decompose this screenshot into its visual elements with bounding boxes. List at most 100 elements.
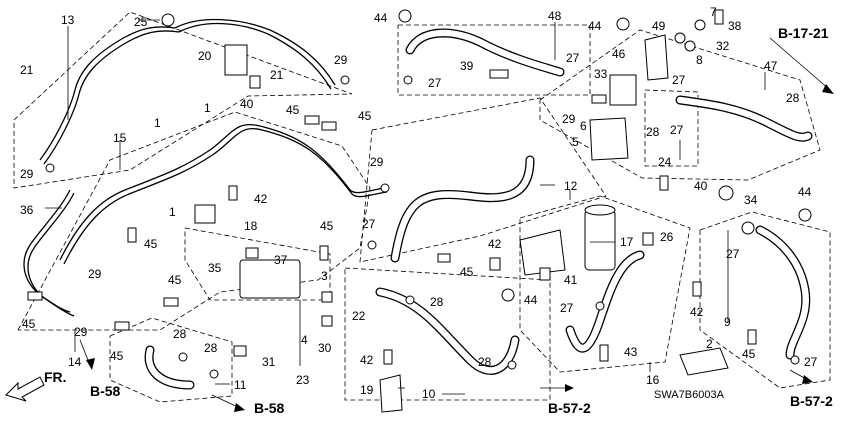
fasteners [27, 9, 812, 379]
bolt-34 [718, 185, 734, 201]
callout-labels: 1 1 1 2 3 4 5 6 7 8 9 10 11 12 13 14 15 … [20, 5, 818, 401]
bolt-42-right [741, 221, 755, 235]
oring-32 [694, 19, 706, 31]
box-11 [109, 317, 233, 403]
callout-21: 21 [270, 68, 284, 82]
box-9 [699, 211, 831, 389]
callout-20: 20 [198, 49, 212, 63]
oring-29-top [340, 75, 350, 85]
nut-44-far [798, 208, 812, 222]
box-24 [644, 89, 699, 167]
leaders [45, 19, 766, 395]
callout-12: 12 [564, 179, 578, 193]
callout-45: 45 [358, 109, 372, 123]
callout-1: 1 [154, 116, 161, 130]
oring-8 [684, 40, 696, 52]
callout-44: 44 [524, 293, 538, 307]
bolt-39 [489, 69, 509, 79]
callout-39: 39 [460, 59, 474, 73]
callout-13: 13 [61, 13, 75, 27]
callout-30: 30 [318, 341, 332, 355]
callout-22: 22 [352, 309, 366, 323]
ref-arrows [79, 37, 834, 412]
callout-17: 17 [620, 235, 634, 249]
callout-43: 43 [624, 345, 638, 359]
bolt-40-b [249, 75, 261, 89]
callout-29: 29 [88, 267, 102, 281]
callout-27: 27 [362, 217, 376, 231]
bolt-45-b [163, 297, 179, 307]
callout-37: 37 [274, 253, 288, 267]
callout-27: 27 [428, 76, 442, 90]
callout-45: 45 [460, 265, 474, 279]
callout-45: 45 [168, 273, 182, 287]
oring-27-b [367, 240, 377, 250]
callout-1: 1 [169, 205, 176, 219]
bracket-20 [224, 44, 248, 76]
box-10 [344, 267, 551, 401]
callout-42: 42 [488, 237, 502, 251]
box-23 [184, 227, 331, 301]
callout-28: 28 [478, 355, 492, 369]
pipe-14-b [27, 192, 75, 317]
bolt-38 [714, 9, 724, 25]
oring-28-b [507, 360, 517, 370]
callout-15: 15 [113, 131, 127, 145]
assembly-boxes [13, 11, 831, 403]
front-arrow: FR. [5, 369, 67, 402]
oring-27 [403, 75, 413, 85]
callout-31: 31 [262, 355, 276, 369]
components [194, 34, 729, 413]
callout-44: 44 [798, 185, 812, 199]
bolt-42-d [692, 281, 702, 297]
section-refs: B-17-21 B-58 B-58 B-57-2 B-57-2 [90, 25, 833, 416]
bolt-41 [539, 267, 551, 281]
callout-7: 7 [710, 5, 717, 19]
callout-44: 44 [374, 11, 388, 25]
callout-36: 36 [20, 203, 34, 217]
callout-8: 8 [696, 53, 703, 67]
clip-37 [245, 247, 259, 259]
callout-44: 44 [588, 19, 602, 33]
callout-45: 45 [320, 219, 334, 233]
callout-45: 45 [22, 317, 36, 331]
callout-16: 16 [646, 373, 660, 387]
callout-1: 1 [204, 101, 211, 115]
callout-49: 49 [652, 19, 666, 33]
callout-48: 48 [548, 9, 562, 23]
callout-28: 28 [204, 341, 218, 355]
diagram-code: SWA7B6003A [654, 389, 725, 401]
oring-28 [405, 295, 415, 305]
callout-47: 47 [764, 59, 778, 73]
pipe-13-c [174, 18, 336, 86]
callout-42: 42 [360, 353, 374, 367]
oring-29-left [45, 163, 55, 173]
hoses [23, 18, 813, 390]
bolt-45-h [747, 329, 757, 345]
bolt-45-g [304, 115, 320, 125]
bolt-45-a [127, 227, 137, 243]
bolt-42-b [489, 257, 501, 271]
callout-29: 29 [74, 325, 88, 339]
bolt-33 [591, 94, 607, 104]
clip-26 [642, 232, 654, 246]
clamp-18 [194, 204, 216, 224]
pipe-13-d [178, 22, 332, 90]
callout-14: 14 [68, 355, 82, 369]
callout-24: 24 [658, 155, 672, 169]
nut-44-right [616, 17, 630, 31]
callout-9: 9 [724, 315, 731, 329]
oring-28-d [209, 369, 219, 379]
receiver-dryer [584, 209, 616, 271]
callout-28: 28 [430, 295, 444, 309]
callout-11: 11 [234, 378, 247, 392]
bolt-45-c [114, 321, 130, 331]
bolt-45-d [319, 245, 329, 261]
ref-b-58-left: B-58 [90, 383, 121, 399]
callout-6: 6 [580, 119, 587, 133]
callout-28: 28 [786, 91, 800, 105]
clamp-19 [379, 374, 403, 413]
nut-44-top [398, 9, 412, 23]
oring-28-c [178, 352, 188, 362]
